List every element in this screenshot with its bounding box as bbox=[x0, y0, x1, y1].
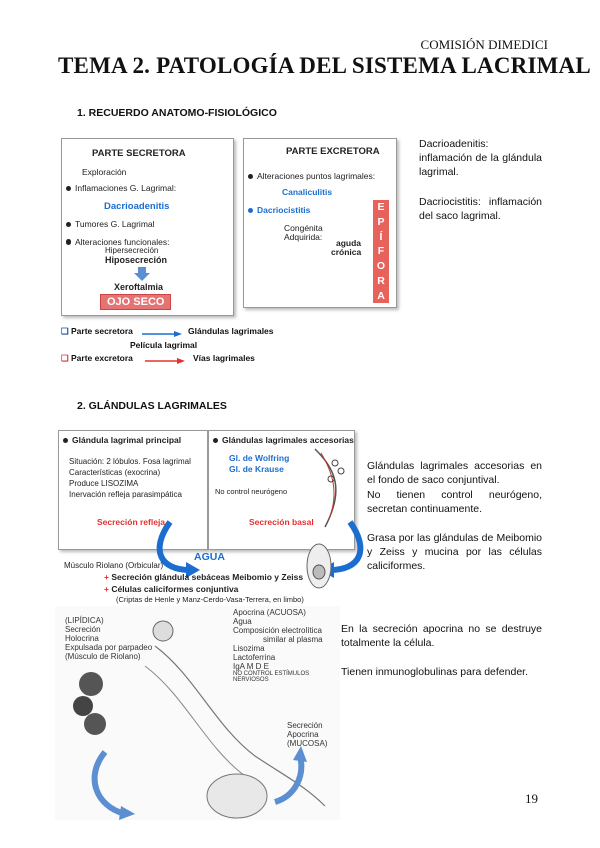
diagram-agua: Agua bbox=[233, 617, 252, 626]
inflamaciones-item: Inflamaciones G. Lagrimal: bbox=[66, 183, 176, 193]
bullet-icon bbox=[63, 438, 68, 444]
bullet-icon bbox=[248, 174, 253, 180]
diagram-riolano: (Músculo de Riolano) bbox=[65, 652, 141, 661]
diagram-secrecion2: Secreción bbox=[287, 721, 323, 730]
arrow-right-icon bbox=[145, 358, 185, 364]
side-note-grasa: Grasa por las glándulas de Meibomio y Ze… bbox=[367, 532, 542, 572]
dacrioadenitis-label: Dacrioadenitis bbox=[104, 201, 170, 212]
plus-icon: + bbox=[104, 572, 112, 582]
xeroftalmia-text: Xeroftalmia bbox=[114, 282, 164, 292]
excretora-title: PARTE EXCRETORA bbox=[286, 146, 380, 157]
lacrimal-secretion-diagram: (LIPÍDICA) Secreción Holocrina Expulsada… bbox=[55, 606, 340, 820]
diagram-similar: similar al plasma bbox=[263, 635, 323, 644]
diagram-holocrina: Holocrina bbox=[65, 634, 99, 643]
principal-title: Glándula lagrimal principal bbox=[63, 435, 181, 445]
bullet-icon bbox=[66, 222, 71, 228]
dacriocistitis-label: Dacriocistitis bbox=[248, 205, 310, 215]
epifora-letter: E bbox=[377, 201, 385, 214]
canaliculitis-label: Canaliculitis bbox=[282, 187, 333, 197]
plus-icon: + bbox=[104, 584, 112, 594]
side-note-accesorias: Glándulas lagrimales accesorias en el fo… bbox=[367, 460, 542, 486]
wolfring-label: Gl. de Wolfring bbox=[229, 453, 290, 463]
bullet-icon bbox=[66, 240, 71, 246]
diagram-lipidica: (LIPÍDICA) bbox=[65, 616, 104, 625]
secretora-box: PARTE SECRETORA Exploración Inflamacione… bbox=[61, 138, 234, 316]
page-number: 19 bbox=[525, 791, 538, 806]
section1-heading: 1. RECUERDO ANATOMO-FISIOLÓGICO bbox=[77, 107, 277, 119]
principal-line: Características (exocrina) bbox=[69, 468, 161, 477]
epifora-letter: R bbox=[377, 274, 385, 287]
side-note-control: No tienen control neurógeno, secretan co… bbox=[367, 489, 542, 515]
side-note-dacrioadenitis: Dacrioadenitis: inflamación de la glándu… bbox=[419, 138, 542, 178]
legend-excretora: ❑ Parte excretora bbox=[61, 353, 133, 363]
riolano-text: Músculo Riolano (Orbicular) bbox=[64, 561, 164, 570]
side-note-apocrina: En la secreción apocrina no se destruye … bbox=[341, 623, 542, 649]
cell-illustration bbox=[306, 543, 332, 589]
criptas-text: (Criptas de Henle y Manz-Cerdo-Vasa-Terr… bbox=[116, 595, 304, 604]
principal-box: Glándula lagrimal principal Situación: 2… bbox=[58, 430, 208, 550]
accesorias-title: Glándulas lagrimales accesorias bbox=[213, 435, 354, 445]
epifora-letter: F bbox=[377, 245, 385, 258]
principal-line: Produce LISOZIMA bbox=[69, 479, 139, 488]
congenita-text: Congénita bbox=[284, 223, 323, 233]
secrecion-refleja-label: Secreción refleja bbox=[97, 517, 166, 527]
bullet-icon bbox=[248, 208, 253, 214]
no-control-text: No control neurógeno bbox=[215, 487, 288, 496]
epifora-letter: P bbox=[377, 216, 385, 229]
bullet-icon bbox=[66, 186, 71, 192]
diagram-composicion: Composición electrolítica bbox=[233, 626, 322, 635]
diagram-lisozima: Lisozima bbox=[233, 644, 265, 653]
caliciformes-text: + Células caliciformes conjuntiva bbox=[104, 584, 239, 594]
cronica-text: crónica bbox=[331, 247, 362, 257]
bullet-icon bbox=[213, 438, 218, 444]
curved-arrows-icon bbox=[156, 520, 364, 578]
epifora-letter: A bbox=[377, 289, 385, 302]
diagram-igs: IgA M D E bbox=[233, 662, 270, 671]
diagram-apocrina-acuosa: Apocrina (ACUOSA) bbox=[233, 608, 306, 617]
diagram-lactoferrina: Lactoferrina bbox=[233, 653, 276, 662]
diagram-parpadeo: Expulsada por parpadeo bbox=[65, 643, 153, 652]
hiposecrecion-text: Hiposecreción bbox=[105, 255, 168, 265]
diagram-apocrina: Apocrina bbox=[287, 730, 319, 739]
epifora-letter: Í bbox=[379, 230, 383, 243]
diagram-mucosa: (MUCOSA) bbox=[287, 739, 328, 748]
secrecion-basal-label: Secreción basal bbox=[249, 517, 314, 527]
ojo-seco-badge: OJO SECO bbox=[100, 294, 172, 310]
arrow-down-icon bbox=[134, 267, 150, 281]
tumores-item: Tumores G. Lagrimal bbox=[66, 219, 155, 229]
square-bullet-icon: ❑ bbox=[61, 353, 71, 363]
hipersecrecion-text: Hipersecreción bbox=[105, 246, 159, 255]
agua-label: AGUA bbox=[194, 551, 225, 563]
exploracion-text: Exploración bbox=[82, 167, 127, 177]
square-bullet-icon: ❑ bbox=[61, 326, 71, 336]
side-note-inmunoglobulinas: Tienen inmunoglobulinas para defender. bbox=[341, 666, 528, 678]
header-commission: COMISIÓN DIMEDICI bbox=[420, 37, 548, 52]
diagram-no-control: NO CONTROL ESTÍMULOS NERVIOSOS bbox=[233, 671, 310, 683]
adquirida-text: Adquirida: bbox=[284, 232, 323, 242]
principal-line: Situación: 2 lóbulos. Fosa lagrimal bbox=[69, 457, 191, 466]
epifora-banner: E P Í F O R A bbox=[373, 200, 389, 303]
legend-pelicula: Película lagrimal bbox=[130, 340, 198, 350]
secretora-title: PARTE SECRETORA bbox=[92, 148, 186, 159]
side-note-dacriocistitis: Dacriocistitis: inflamación del saco lag… bbox=[419, 196, 542, 222]
eyelid-gland-illustration bbox=[314, 448, 345, 528]
epifora-letter: O bbox=[376, 260, 386, 273]
section2-heading: 2. GLÁNDULAS LAGRIMALES bbox=[77, 400, 227, 412]
legend-secretora: ❑ Parte secretora bbox=[61, 326, 133, 336]
page-title: TEMA 2. PATOLOGÍA DEL SISTEMA LACRIMAL bbox=[58, 53, 591, 78]
principal-line: Inervación refleja parasimpática bbox=[69, 490, 182, 499]
excretora-box: PARTE EXCRETORA Alteraciones puntos lagr… bbox=[243, 138, 397, 308]
gland-drawing bbox=[73, 620, 326, 820]
legend-glandulas: Glándulas lagrimales bbox=[188, 326, 274, 336]
aguda-text: aguda bbox=[336, 238, 362, 248]
legend-vias: Vías lagrimales bbox=[193, 353, 255, 363]
alteraciones-puntos-item: Alteraciones puntos lagrimales: bbox=[248, 171, 375, 181]
accesorias-box: Glándulas lagrimales accesorias Gl. de W… bbox=[208, 430, 355, 550]
krause-label: Gl. de Krause bbox=[229, 464, 284, 474]
arrow-right-icon bbox=[142, 331, 182, 337]
alteraciones-item: Alteraciones funcionales: bbox=[66, 237, 170, 247]
diagram-secrecion: Secreción bbox=[65, 625, 101, 634]
sebaceas-text: + Secreción glándula sebáceas Meibomio y… bbox=[104, 572, 304, 582]
